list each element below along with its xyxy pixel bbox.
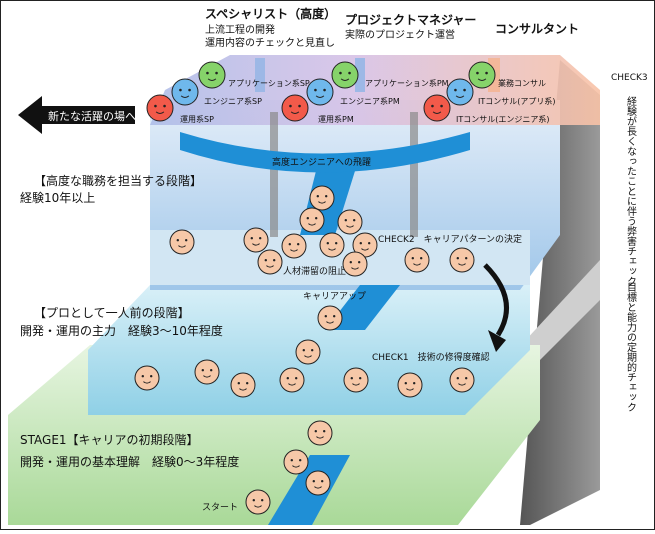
face-icon <box>243 227 269 253</box>
face-icon <box>146 94 174 122</box>
stage1-exp: 開発・運用の基本理解 経験0～3年程度 <box>20 454 239 469</box>
up-arrow-pm <box>355 58 365 92</box>
tag-app-pm: アプリケーション系PM <box>365 78 449 88</box>
new-field-arrow <box>18 96 135 134</box>
face-icon <box>194 359 220 385</box>
periodic-check-label: 目標と能力の定期的チェック <box>625 282 637 412</box>
face-icon <box>281 233 307 259</box>
tag-biz-consult: 業務コンサル <box>498 78 546 88</box>
face-icon <box>305 470 331 496</box>
role-consultant-title: コンサルタント <box>495 22 579 36</box>
face-icon <box>198 61 226 89</box>
tier-pillar-1 <box>270 112 278 237</box>
face-icon <box>319 232 345 258</box>
face-icon <box>169 229 195 255</box>
face-icon <box>446 78 474 106</box>
role-pm-title: プロジェクトマネジャー <box>345 12 476 27</box>
face-icon <box>404 247 430 273</box>
face-icon <box>230 372 256 398</box>
face-icon <box>423 94 451 122</box>
flow-arrow-careerup <box>325 285 400 330</box>
face-icon <box>295 339 321 365</box>
face-icon <box>134 365 160 391</box>
tag-eng-sp: エンジニア系SP <box>204 96 262 106</box>
leap-label: 高度エンジニアへの飛躍 <box>272 156 371 168</box>
up-arrow-sp <box>255 58 265 92</box>
face-icon <box>449 367 475 393</box>
face-icon <box>343 367 369 393</box>
tag-it-eng: ITコンサル(エンジニア系) <box>456 114 550 124</box>
face-icon <box>449 247 475 273</box>
role-specialist-line1: 上流工程の開発 <box>205 23 275 36</box>
face-icon <box>299 207 325 233</box>
check3-desc: 経験が長くなったことに伴う弊害チェック <box>625 95 637 286</box>
check-curve-arrowhead <box>488 330 506 352</box>
stage3-heading: 【高度な職務を担当する段階】 <box>34 173 202 188</box>
people-faces <box>134 61 496 515</box>
face-icon <box>245 489 271 515</box>
stage1-heading: STAGE1【キャリアの初期段階】 <box>20 432 199 447</box>
face-icon <box>171 78 199 106</box>
face-icon <box>337 209 363 235</box>
check3-title: CHECK3 <box>611 73 648 83</box>
face-icon <box>307 420 333 446</box>
tag-ops-sp: 運用系SP <box>180 114 214 124</box>
face-icon <box>281 94 309 122</box>
face-icon <box>352 232 378 258</box>
check1-label: CHECK1 技術の修得度確認 <box>372 351 490 363</box>
face-icon <box>257 249 283 275</box>
check-curve-arrow <box>483 263 509 337</box>
tag-it-app: ITコンサル(アプリ系) <box>478 96 556 106</box>
stage2-heading: 【プロとして一人前の段階】 <box>34 305 190 320</box>
face-icon <box>306 78 334 106</box>
tag-app-sp: アプリケーション系SP <box>228 78 310 88</box>
role-specialist-title: スペシャリスト（高度） <box>205 6 336 21</box>
stage3-exp: 経験10年以上 <box>20 190 95 205</box>
leap-curve <box>180 132 470 173</box>
career-up-label: キャリアアップ <box>303 291 366 302</box>
face-icon <box>309 185 335 211</box>
role-specialist-line2: 運用内容のチェックと見直し <box>205 36 335 49</box>
face-icon <box>342 251 368 277</box>
face-icon <box>279 367 305 393</box>
tag-ops-pm: 運用系PM <box>318 114 354 124</box>
stage2-exp: 開発・運用の主力 経験3～10年程度 <box>20 323 223 338</box>
face-icon <box>397 372 423 398</box>
role-pm-line1: 実際のプロジェクト運営 <box>345 28 455 41</box>
tier-pillar-2 <box>410 112 418 237</box>
face-icon <box>331 61 359 89</box>
start-label: スタート <box>202 502 238 513</box>
stagnation-label: 人材滞留の阻止 <box>283 265 346 277</box>
new-field-label: 新たな活躍の場へ <box>48 109 136 123</box>
face-icon <box>317 305 343 331</box>
check2-label: CHECK2 キャリアパターンの決定 <box>378 233 522 245</box>
face-icon <box>468 61 496 89</box>
face-icon <box>283 449 309 475</box>
tag-eng-pm: エンジニア系PM <box>340 96 400 106</box>
